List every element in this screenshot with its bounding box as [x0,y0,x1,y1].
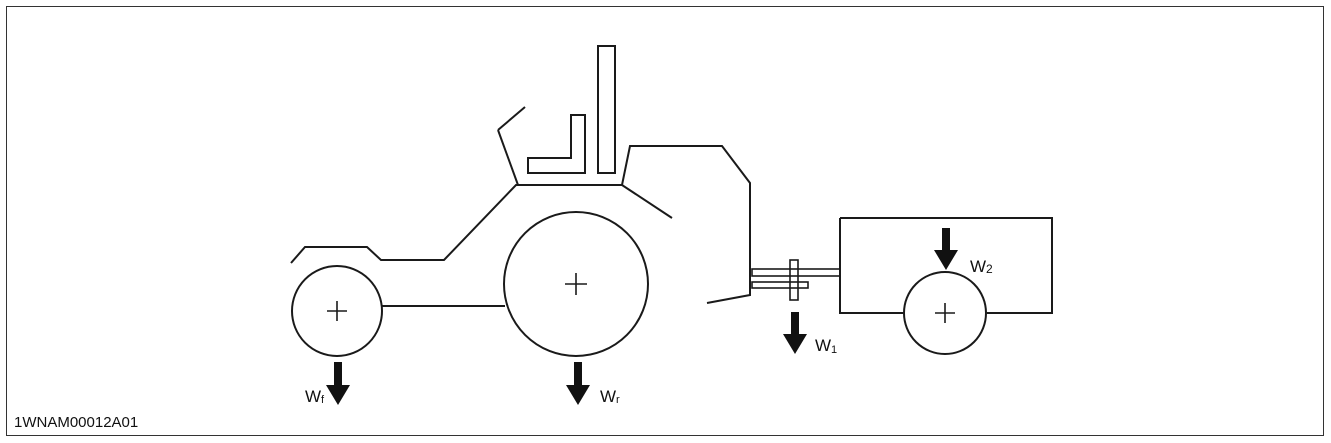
drawbar-upper [751,268,841,277]
rear-load-arrow [566,362,590,405]
rops-post [597,45,616,174]
hitch-pin [789,259,799,301]
trailer-load-arrow [934,228,958,270]
figure-frame [6,6,1324,436]
front-load-label: Wf [305,387,325,406]
drawbar-lower [751,281,809,289]
trailer-wheel-circle [903,271,987,355]
trailer-box-right [840,217,1053,314]
seat-back-upper [497,106,526,131]
rear-fender [621,145,751,304]
hitch [751,259,841,301]
rear-wheel [503,211,649,357]
seat [527,114,586,174]
load-labels: Wf Wr W1 W2 [305,257,993,406]
trailer-box-left [839,218,903,314]
hitch-load-arrow [783,312,807,354]
rear-wheel-circle [503,211,649,357]
seat-back-lower [497,129,519,186]
tractor-body [290,45,751,307]
trailer [839,217,1053,355]
trailer-load-label: W2 [970,257,993,276]
front-load-arrow [326,362,350,405]
load-arrows [326,228,958,405]
front-wheel-circle [291,265,383,357]
front-wheel [291,265,383,357]
rear-load-label: Wr [600,387,620,406]
hitch-load-label: W1 [815,336,837,356]
hood-outline [290,184,673,264]
figure-code: 1WNAM00012A01 [14,414,139,431]
